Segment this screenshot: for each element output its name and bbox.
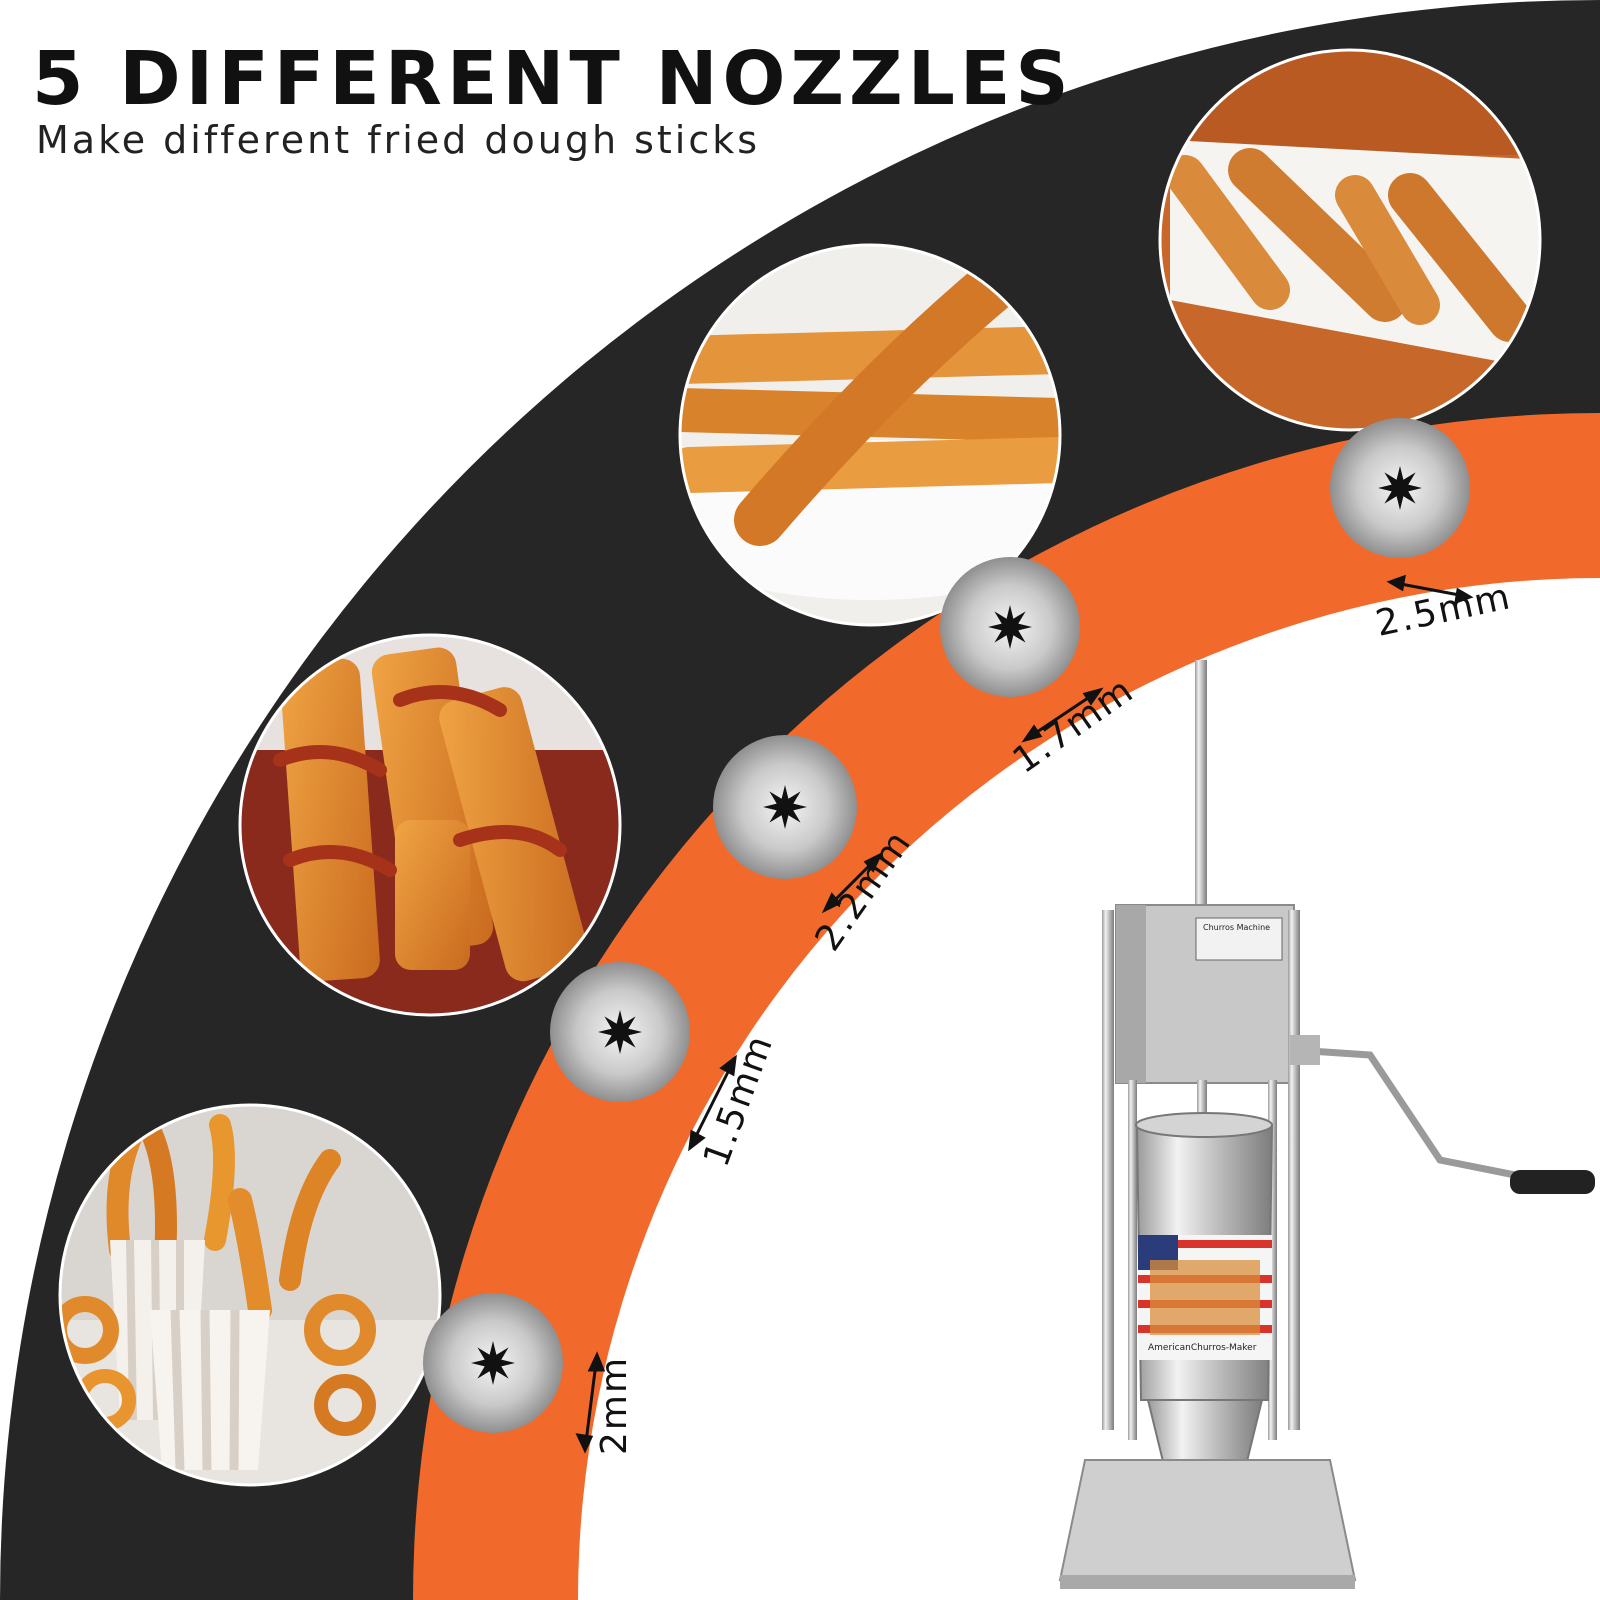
nozzle-2-icon xyxy=(550,962,690,1102)
photo-churros-sugar-plate xyxy=(680,245,1060,625)
machine-label-top: Churros Machine xyxy=(1203,923,1270,932)
dimension-arrows xyxy=(575,574,1474,1454)
photo-churros-white-tray xyxy=(1160,50,1540,430)
nozzle-1-icon xyxy=(423,1293,563,1433)
photo-churros-in-cups xyxy=(60,1105,440,1485)
nozzle-5-icon xyxy=(1330,418,1470,558)
nozzle-4-icon xyxy=(940,557,1080,697)
churros-machine: Churros Machine AmericanChurros-Maker xyxy=(1058,660,1595,1589)
page-subtitle: Make different fried dough sticks xyxy=(36,118,761,162)
page-title: 5 DIFFERENT NOZZLES xyxy=(32,36,1074,122)
nozzle-group xyxy=(423,418,1470,1433)
machine-label-can: AmericanChurros-Maker xyxy=(1148,1343,1257,1353)
nozzle-size-label-1: 2mm xyxy=(594,1355,636,1456)
nozzle-3-icon xyxy=(713,735,857,879)
